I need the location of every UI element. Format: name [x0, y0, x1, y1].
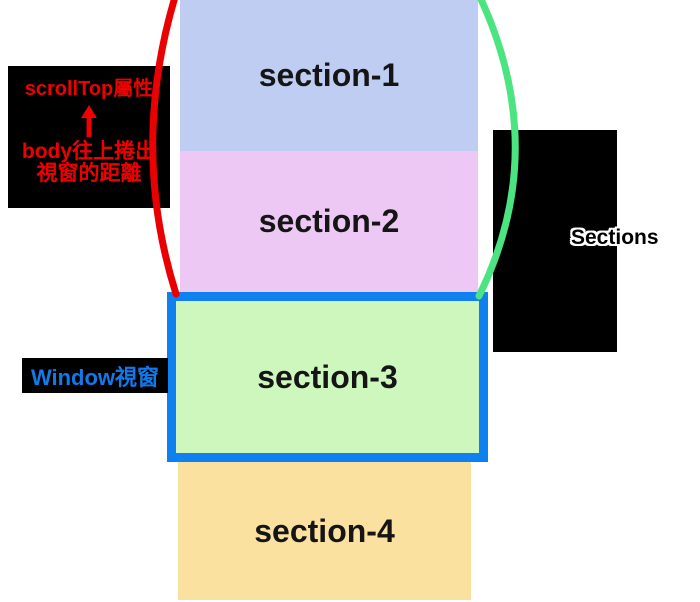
- section-1-block: section-1: [180, 0, 478, 151]
- scrolltop-description-line2: 視窗的距離: [36, 162, 142, 185]
- window-viewport-label-text: Window視窗: [30, 364, 160, 390]
- scrolltop-property-label: scrollTop屬性: [24, 78, 154, 100]
- section-3-viewport-block: section-3: [167, 292, 488, 462]
- window-viewport-label: Window視窗: [22, 358, 168, 393]
- scrolltop-annotation: scrollTop屬性 body往上捲出 視窗的距離: [8, 66, 170, 208]
- sections-outlined-label: Sections: [571, 226, 659, 249]
- up-arrow-icon: [78, 103, 100, 139]
- up-arrow-head: [81, 105, 97, 118]
- section-4-block: section-4: [178, 462, 471, 600]
- section-1-label: section-1: [258, 57, 400, 93]
- section-3-label: section-3: [257, 358, 398, 395]
- section-2-block: section-2: [180, 151, 478, 292]
- section-4-label: section-4: [254, 512, 395, 549]
- scrolltop-description-line1: body往上捲出: [21, 140, 157, 163]
- section-2-label: section-2: [258, 203, 400, 239]
